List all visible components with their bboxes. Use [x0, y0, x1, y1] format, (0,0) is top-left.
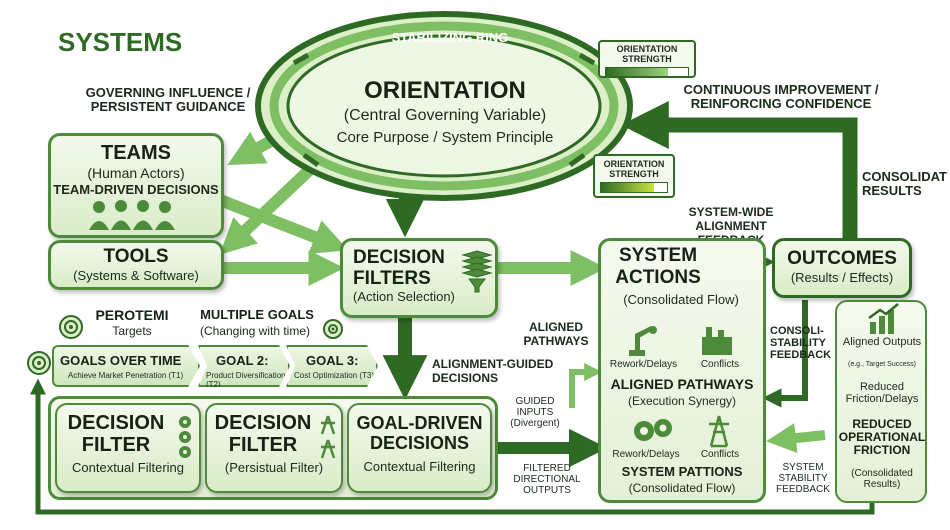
- goal-driven-decisions-box: GOAL-DRIVEN DECISIONS Contextual Filteri…: [347, 403, 492, 493]
- outcomes-box: OUTCOMES (Results / Effects): [772, 238, 912, 298]
- aligned-outputs-note: (e.g., Target Success): [848, 361, 916, 368]
- system-stability-label: SYSTEM STABILITY FEEDBACK: [776, 462, 830, 495]
- goal-2-title: GOAL 2:: [216, 353, 269, 368]
- orientation-title: ORIENTATION: [364, 77, 526, 104]
- system-stability-arrow: [766, 423, 826, 454]
- decision-filter-1: DECISION FILTER Contextual Filtering: [55, 403, 201, 493]
- strength-fill-mid: [601, 183, 654, 192]
- target-icon-1: [59, 315, 83, 339]
- goal-1: GOALS OVER TIME Achieve Market Penetrati…: [52, 345, 200, 387]
- ring-label: STABILIZING RING: [391, 30, 509, 45]
- orientation-to-tools-arrow: [219, 155, 325, 255]
- goal-target-icon: [27, 351, 51, 375]
- goal-3: GOAL 3: Cost Optimization (T3): [286, 345, 378, 387]
- decision-filters-title: DECISION FILTERS: [353, 247, 445, 289]
- consolidat-results-label: CONSOLIDAT RESULTS: [862, 169, 947, 198]
- decision-filter-2-title: DECISION FILTER: [214, 412, 312, 456]
- filter-icon: [461, 250, 493, 293]
- stabilizing-ring: [255, 11, 633, 201]
- teams-title: TEAMS: [101, 142, 171, 164]
- decision-filter-2: DECISION FILTER (Persistual Filter): [205, 403, 343, 493]
- consolidated-results: (Consolidated Results): [851, 468, 913, 490]
- aligned-outputs: Aligned Outputs: [842, 336, 922, 348]
- tools-title: TOOLS: [103, 246, 169, 267]
- strength-fill-top: [606, 68, 668, 76]
- goal-2-text: Product Diversification (T2): [206, 371, 286, 389]
- strength-meter-mid: [600, 182, 668, 193]
- orientation-strength-top: ORIENTATION STRENGTH: [598, 40, 696, 78]
- tower-icon: [320, 415, 336, 459]
- targets-title: PEROTEMI: [95, 307, 169, 323]
- multiple-goals-subtitle: (Changing with time): [199, 324, 311, 338]
- multiple-goals-title: MULTIPLE GOALS: [200, 307, 314, 322]
- reduced-friction-delays: Reduced Friction/Delays: [845, 381, 919, 405]
- system-actions-subtitle: (Consolidated Flow): [623, 292, 739, 307]
- page-title: SYSTEMS: [58, 27, 183, 57]
- goal-driven-sub: Contextual Filtering: [363, 459, 476, 474]
- decision-filters-box: DECISION FILTERS (Action Selection): [340, 238, 498, 318]
- orientation-subtitle: (Central Governing Variable): [343, 107, 547, 124]
- conflicts-2: Conflicts: [700, 449, 740, 460]
- rework-delays-1: Rework/Delays: [609, 359, 678, 370]
- decision-filters-subtitle: (Action Selection): [353, 289, 455, 304]
- goal-1-text: Achieve Market Penetration (T1): [68, 371, 184, 380]
- conflicts-1: Conflicts: [700, 359, 740, 370]
- consoli-stability-label: CONSOLI-STABILITY FEEDBACK: [770, 325, 832, 361]
- outcomes-title: OUTCOMES: [787, 248, 897, 269]
- reduced-operational-friction: REDUCED OPERATIONAL FRICTION: [838, 417, 926, 457]
- strength-label-top: ORIENTATION STRENGTH: [616, 44, 678, 64]
- guided-inputs-arrow: [569, 363, 603, 408]
- target-icon-2: [323, 319, 343, 339]
- factory-icon: [702, 327, 732, 355]
- strength-label-mid: ORIENTATION STRENGTH: [603, 159, 665, 179]
- rework-delays-2: Rework/Delays: [612, 449, 680, 460]
- governing-influence-label: GOVERNING INFLUENCE / PERSISTENT GUIDANC…: [85, 85, 251, 114]
- outcomes-subtitle: (Results / Effects): [790, 270, 894, 285]
- system-actions-panel: [598, 238, 766, 503]
- aligned-pathways-subtitle: (Execution Synergy): [627, 394, 737, 408]
- aligned-pathways-label: ALIGNED PATHWAYS: [523, 320, 589, 348]
- gear-icon-1: [179, 416, 191, 458]
- aligned-pathways-title: ALIGNED PATHWAYS: [610, 376, 754, 392]
- filtered-outputs-label: FILTERED DIRECTIONAL OUTPUTS: [513, 463, 581, 496]
- goal-3-title: GOAL 3:: [306, 353, 359, 368]
- goal-2: GOAL 2: Product Diversification (T2): [198, 345, 290, 387]
- continuous-improvement-arrow: [620, 100, 858, 240]
- decision-filter-2-sub: (Persistual Filter): [224, 460, 324, 475]
- system-actions-title: SYSTEM ACTIONS: [615, 245, 701, 288]
- growth-chart-icon: [868, 303, 899, 334]
- stability-feedback-arrow: [762, 300, 808, 408]
- decision-filter-1-title: DECISION FILTER: [67, 412, 165, 456]
- goals-over-time-title: GOALS OVER TIME: [60, 353, 182, 368]
- continuous-improvement-label: CONTINUOUS IMPROVEMENT / REINFORCING CON…: [683, 82, 879, 111]
- teams-subtitle: (Human Actors): [87, 165, 185, 181]
- team-decisions: TEAM-DRIVEN DECISIONS: [53, 182, 219, 197]
- orientation-strength-mid: ORIENTATION STRENGTH: [593, 154, 675, 198]
- robot-arm-icon: [629, 326, 657, 356]
- teams-to-filters-arrow: [217, 194, 349, 254]
- decision-filter-1-sub: Contextual Filtering: [72, 460, 184, 475]
- goal-driven-title: GOAL-DRIVEN DECISIONS: [356, 413, 483, 453]
- guided-inputs-label: GUIDED INPUTS (Divergent): [510, 396, 560, 429]
- targets-subtitle: Targets: [112, 324, 152, 338]
- tools-box: TOOLS (Systems & Software): [48, 240, 224, 290]
- tools-subtitle: (Systems & Software): [73, 268, 199, 283]
- goal-3-text: Cost Optimization (T3): [294, 371, 375, 380]
- alignment-guided-label: ALIGNMENT-GUIDED DECISIONS: [432, 357, 554, 385]
- teams-box: TEAMS (Human Actors) TEAM-DRIVEN DECISIO…: [48, 133, 224, 238]
- gears-icon: [634, 419, 672, 441]
- power-tower-icon: [709, 415, 729, 448]
- people-icon: [89, 200, 175, 230]
- strength-meter-top: [605, 67, 689, 77]
- system-pattions-title: SYSTEM PATTIONS: [621, 464, 743, 479]
- orientation-principle: Core Purpose / System Principle: [336, 129, 554, 146]
- system-pattions-subtitle: (Consolidated Flow): [628, 481, 736, 495]
